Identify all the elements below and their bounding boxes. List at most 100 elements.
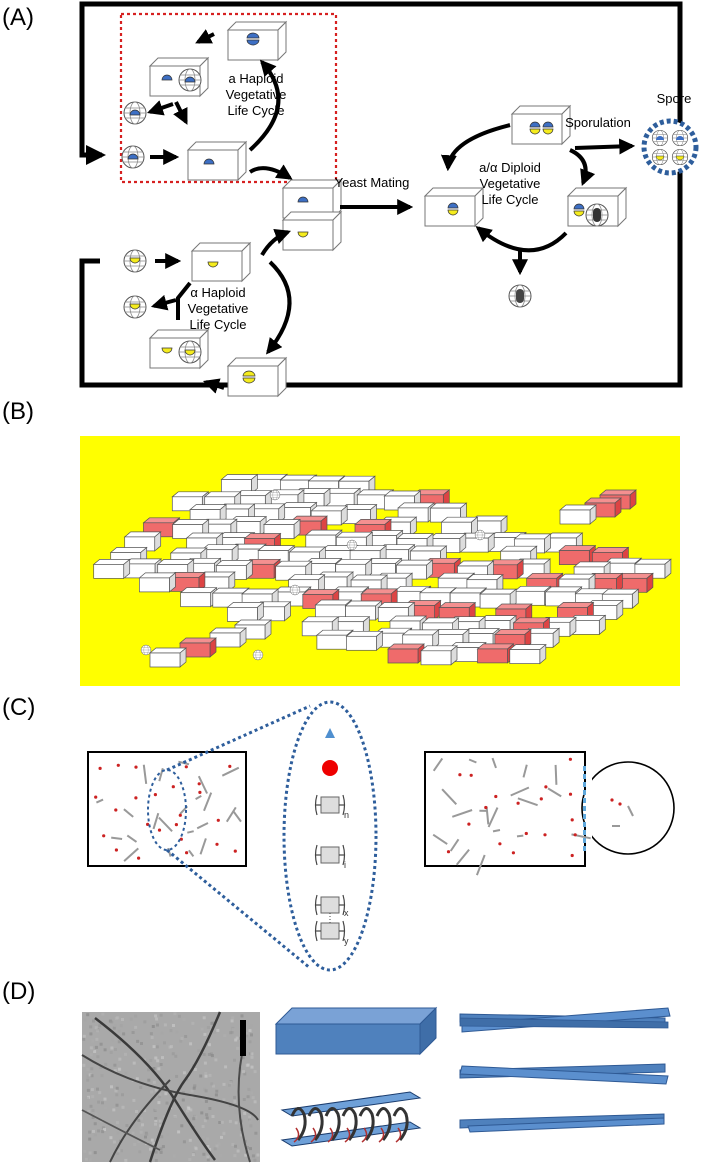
twisted-fibril-2 [459, 1063, 669, 1085]
fibril-rod [188, 849, 195, 857]
alpha-haploid-label-2: Vegetative [188, 301, 249, 316]
fibril-rod [554, 764, 558, 785]
fibril-rod [441, 788, 458, 805]
cell-brick [514, 585, 551, 606]
particle-dot [469, 773, 473, 777]
cell-brick-pink [387, 643, 425, 664]
fibril-rod [455, 848, 470, 866]
cell-brick [559, 504, 597, 525]
fibril-rod [468, 758, 477, 764]
sub-i-label: i [344, 860, 346, 870]
diploid-label-2: Vegetative [480, 176, 541, 191]
yeast-mating-label: Yeast Mating [335, 175, 410, 190]
particle-dot [215, 842, 219, 846]
fibril-rod [152, 812, 160, 830]
spore-globe-icon [346, 539, 358, 551]
diploid-label-1: a/α Diploid [479, 160, 541, 175]
fibril-rod [516, 834, 524, 838]
fibril-rod [225, 806, 237, 823]
cell-n-icon [314, 794, 346, 816]
spore-globe-icon [252, 649, 264, 661]
scale-bar [240, 1020, 246, 1056]
left-reactor-box [87, 751, 247, 867]
fibril-rod [187, 830, 194, 834]
top-frame-arrow [79, 1, 124, 165]
particle-dot [467, 822, 471, 826]
diploid-label-3: Life Cycle [481, 192, 538, 207]
particle-dot [484, 805, 488, 810]
cell-brick [139, 572, 176, 593]
fibril-rod [432, 757, 444, 772]
fibril-rod [510, 786, 530, 797]
mating-box-alpha [282, 211, 342, 251]
particle-dot [114, 808, 118, 812]
fibril-rod [475, 854, 486, 876]
fibril-rod [197, 775, 209, 794]
spore-globe-icon [269, 489, 281, 501]
fibril-rod [449, 838, 460, 852]
fibril-rod [111, 836, 123, 840]
panel-d [81, 1006, 671, 1163]
particle-dot [543, 833, 547, 837]
fibril-rod [95, 798, 104, 804]
cell-brick [180, 587, 217, 608]
sporulation-label: Sporulation [565, 115, 631, 130]
fibril-rod [522, 764, 528, 778]
panel-label-a: (A) [2, 4, 34, 31]
fibril-rod [451, 809, 473, 818]
particle-dot [568, 792, 573, 796]
fibril-rod [126, 834, 138, 843]
panel-label-c: (C) [2, 694, 36, 721]
sub-x-label: x [344, 908, 349, 918]
cell-brick [420, 645, 458, 666]
spore-globe-icon [140, 644, 152, 656]
particle-dot [102, 834, 106, 838]
particle-dot [116, 763, 120, 767]
particle-dot [137, 856, 141, 860]
cell-brick [509, 644, 547, 664]
particle-dot [198, 790, 202, 795]
particle-dot [516, 801, 520, 805]
particle-dot [524, 831, 528, 836]
spore-label: Spore [657, 91, 692, 106]
particle-dot [216, 818, 220, 822]
fibril-rod [142, 764, 148, 785]
cell-y-icon [314, 920, 346, 942]
fibril-rod [195, 795, 202, 800]
fibril-rod [158, 816, 173, 832]
zoom-legend-ellipse [282, 700, 378, 972]
fibril-rod [232, 810, 242, 823]
particle-dot [570, 853, 574, 858]
particle-dot [458, 773, 462, 777]
nucleus-blue-icon [246, 32, 260, 39]
spore-tetrad-icon [641, 118, 699, 176]
cell-x-icon [314, 894, 346, 916]
right-reactor-box [424, 751, 586, 867]
particle-dot [511, 851, 515, 855]
sub-n-label: n [344, 810, 349, 820]
particle-dot [184, 765, 188, 769]
a-haploid-label-2: Vegetative [226, 87, 287, 102]
particle-dot [94, 795, 98, 799]
cell-i-icon [314, 844, 346, 866]
a-haploid-label-1: a Haploid [229, 71, 284, 86]
fibril-rod [432, 833, 448, 845]
fibril-rod [487, 807, 499, 828]
particle-dot [98, 766, 102, 771]
particle-dot [134, 796, 138, 800]
particle-dot [544, 785, 548, 789]
particle-dot [146, 822, 150, 827]
spore-globe-icon [289, 584, 301, 596]
cell-brick [149, 647, 187, 668]
particle-dot [570, 818, 574, 822]
particle-dot [228, 764, 232, 769]
particle-dot [446, 850, 451, 854]
panel-b [80, 436, 680, 686]
outer-frame-loop [79, 1, 683, 388]
fibril-rod [485, 806, 490, 825]
fibril-rod [199, 838, 207, 855]
sub-y-label: y [344, 936, 349, 946]
panel-label-d: (D) [2, 978, 36, 1005]
fibril-rod [517, 797, 538, 807]
particle-dot [157, 828, 162, 832]
